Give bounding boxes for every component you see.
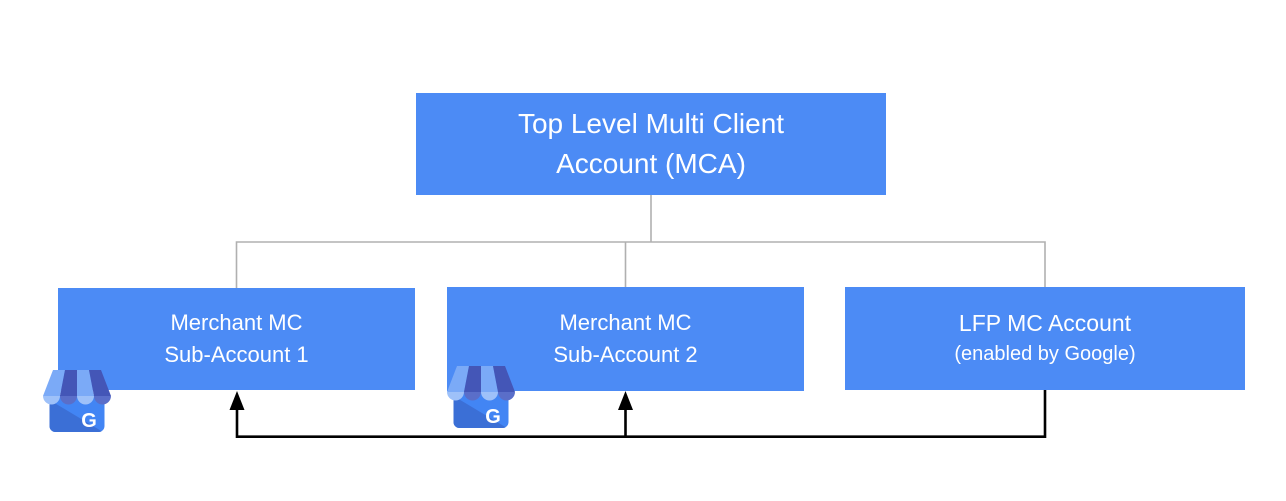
arrowhead-icon bbox=[229, 391, 245, 410]
node-merchant-sub-account-1: Merchant MC Sub-Account 1 bbox=[58, 288, 415, 390]
google-business-profile-icon: G bbox=[43, 370, 111, 432]
node-label-line: Merchant MC bbox=[559, 310, 692, 335]
google-g-letter: G bbox=[485, 406, 501, 428]
node-top-level-mca: Top Level Multi Client Account (MCA) bbox=[416, 93, 886, 195]
storefront-shade bbox=[453, 396, 507, 428]
arrowhead-icon bbox=[618, 391, 633, 410]
node-label-line: Sub-Account 2 bbox=[553, 342, 698, 367]
node-label-line: Merchant MC bbox=[170, 310, 303, 335]
node-label-line: (enabled by Google) bbox=[954, 342, 1136, 365]
google-business-profile-icon: G bbox=[447, 366, 515, 428]
node-label-line: Top Level Multi Client bbox=[517, 108, 785, 139]
flow-arrow-lines bbox=[235, 390, 1047, 438]
node-label-line: Sub-Account 1 bbox=[164, 342, 309, 367]
awning bbox=[43, 370, 111, 405]
tree-connector-lines bbox=[235, 195, 1046, 288]
google-g-letter: G bbox=[81, 410, 97, 432]
awning bbox=[447, 366, 515, 401]
node-label-line: Account (MCA) bbox=[556, 148, 746, 179]
storefront-shade bbox=[49, 400, 103, 432]
node-lfp-mc-account: LFP MC Account (enabled by Google) bbox=[845, 287, 1245, 390]
node-label-line: LFP MC Account bbox=[958, 309, 1132, 336]
